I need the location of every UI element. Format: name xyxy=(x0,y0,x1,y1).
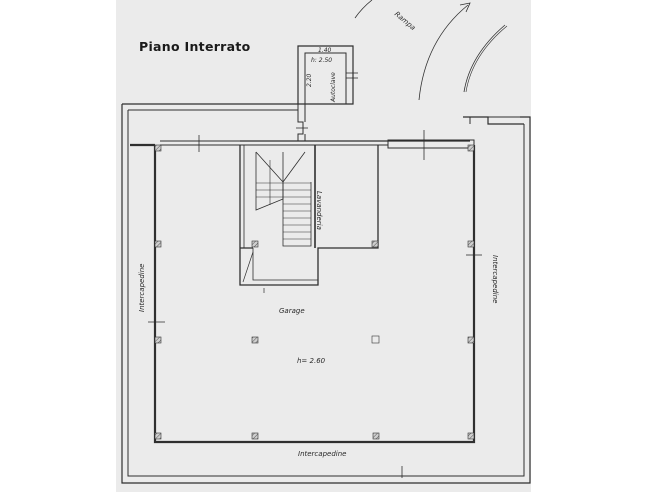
garage-label: Garage xyxy=(279,307,305,315)
garage-height-label: h= 2.60 xyxy=(297,357,326,365)
ramp-arrow-line xyxy=(418,4,469,101)
autoclave-walls xyxy=(297,45,354,105)
plan-title: Piano Interrato xyxy=(139,39,251,54)
autoclave-label: Autoclave xyxy=(330,72,337,102)
stair-block xyxy=(239,145,379,286)
intercapedine-right-label: Intercapedine xyxy=(491,255,499,304)
outer-wall xyxy=(121,103,531,484)
autoclave-depth-label: 2.20 xyxy=(306,73,313,87)
floor-plan-sheet xyxy=(116,0,531,492)
lavanderia-label: Lavanderia xyxy=(315,191,323,230)
garage-wall xyxy=(153,145,476,444)
columns xyxy=(154,144,475,440)
intercapedine-bottom-label: Intercapedine xyxy=(298,450,347,458)
autoclave-height-label: h: 2.50 xyxy=(311,57,333,64)
autoclave-width-label: 1.40 xyxy=(318,47,332,54)
intercapedine-left-label: Intercapedine xyxy=(138,263,146,312)
